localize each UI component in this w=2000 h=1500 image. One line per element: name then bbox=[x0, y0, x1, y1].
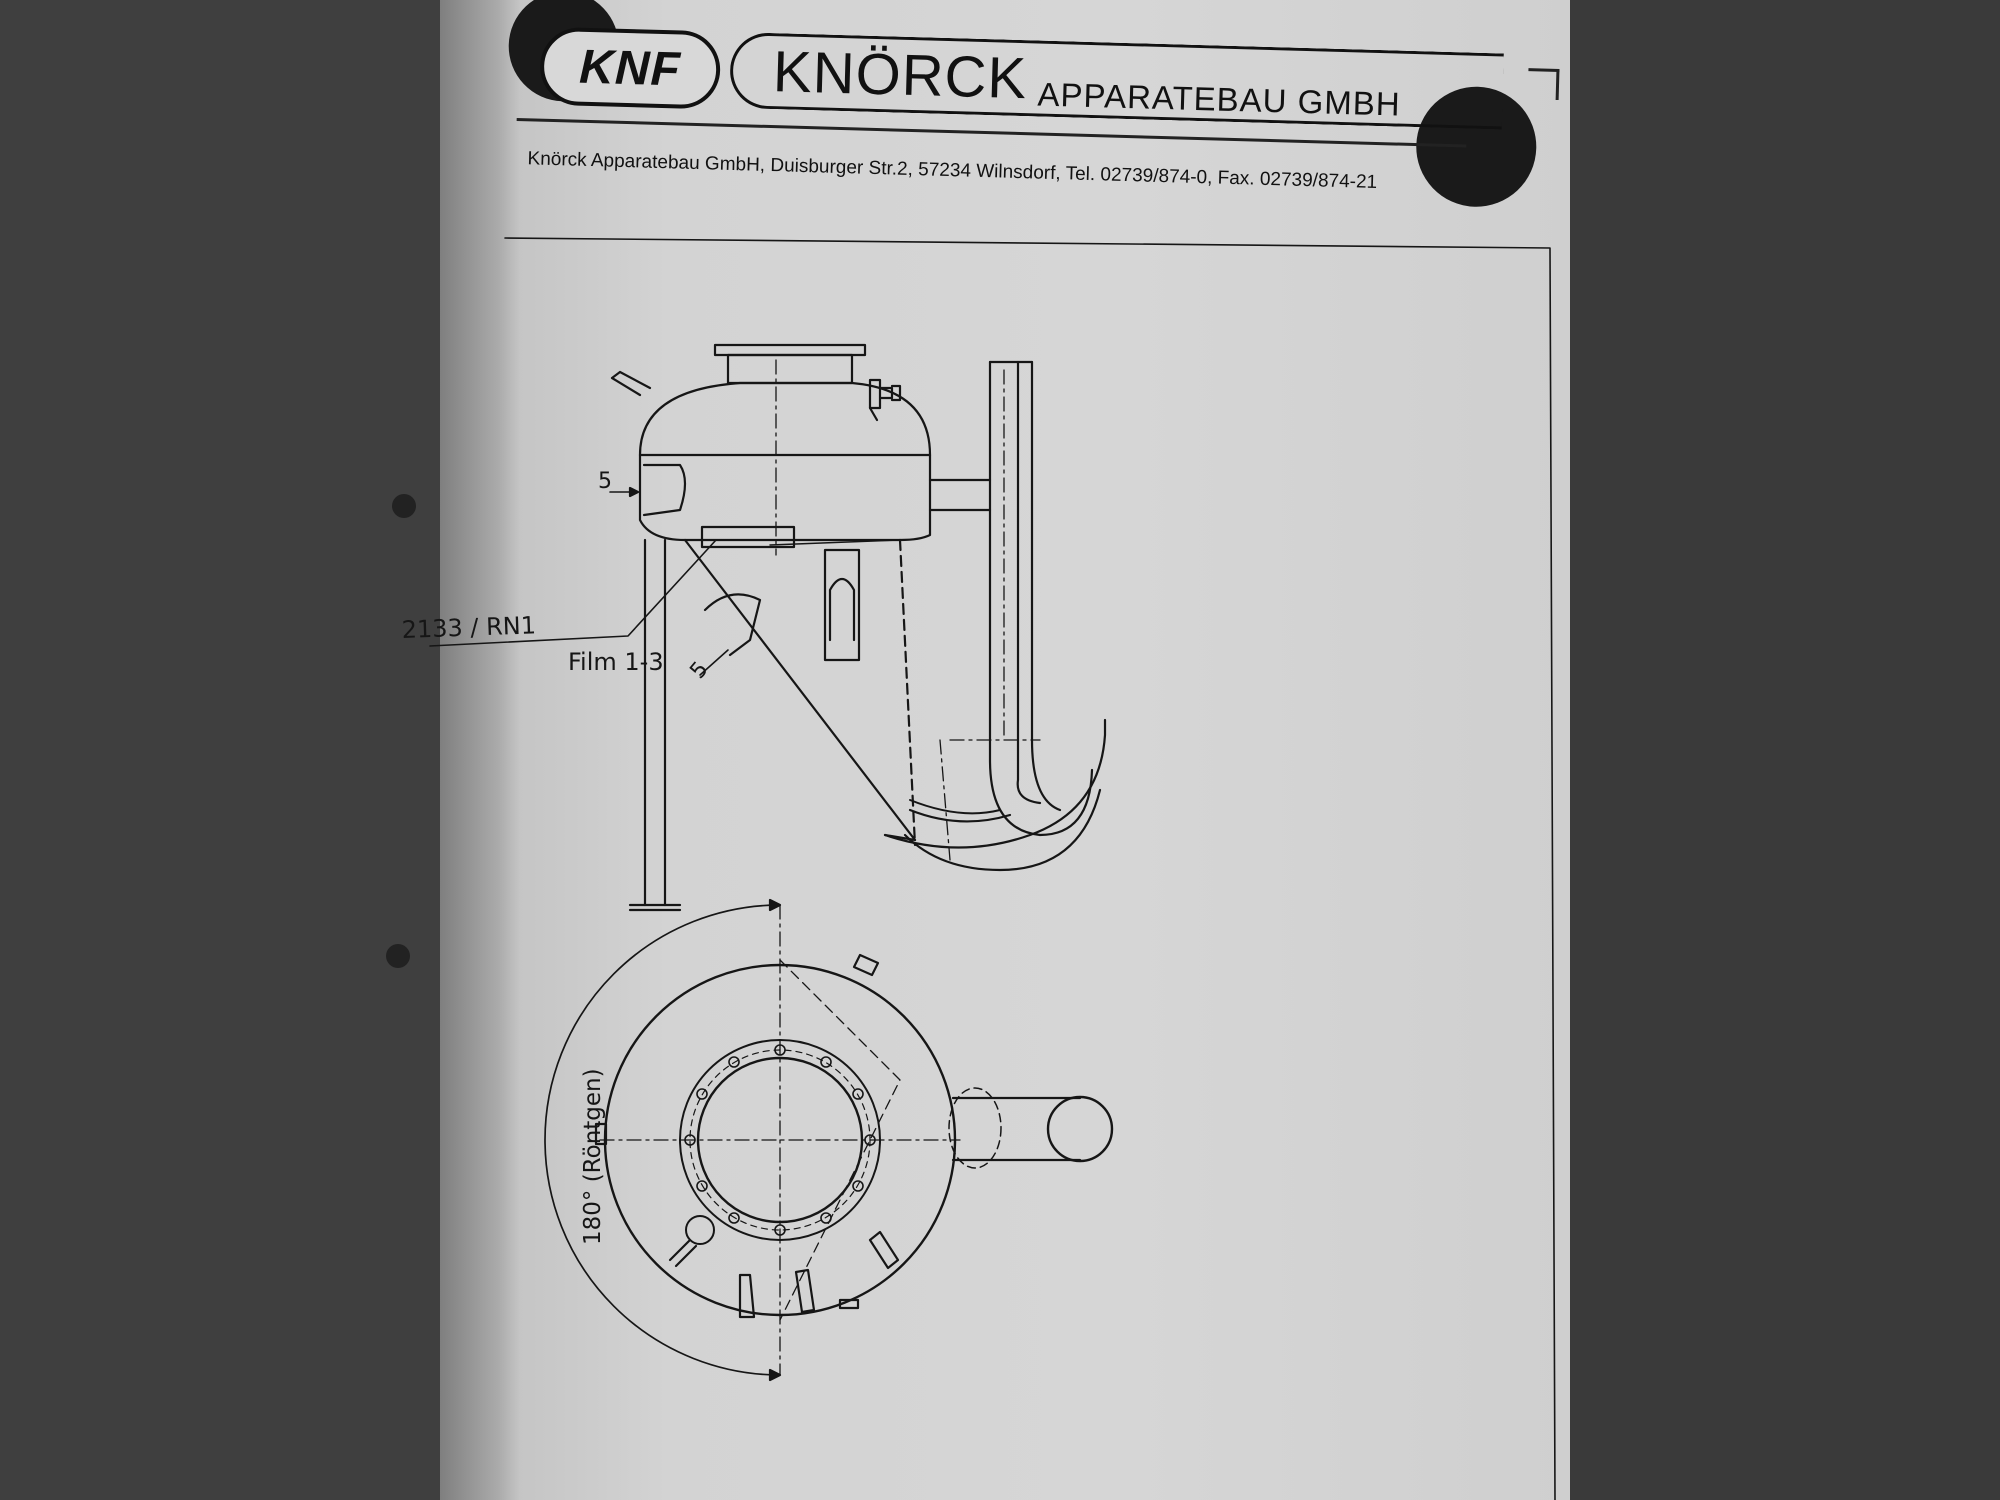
technical-drawing: 5 5 2133 / RN1 Film 1-3 180° (Röntgen) bbox=[401, 237, 1556, 1500]
film-reference-label: Film 1-3 bbox=[568, 648, 664, 676]
outlet-pipe-end bbox=[1046, 1095, 1114, 1163]
bolt-holes bbox=[684, 1044, 876, 1236]
weld-leader bbox=[429, 539, 717, 647]
angle-dimension-arc bbox=[544, 904, 781, 1376]
weld-reference-label: 2133 / RN1 bbox=[401, 611, 536, 644]
top-flange-neck bbox=[726, 353, 854, 385]
plan-view bbox=[544, 898, 1114, 1382]
binding-shadow bbox=[440, 0, 520, 1500]
punch-hole-top bbox=[392, 494, 416, 518]
drawing-frame bbox=[504, 237, 1556, 1500]
document-page: KNF KNÖRCK APPARATEBAU GMBH Knörck Appar… bbox=[386, 0, 1570, 1500]
cone-port bbox=[703, 593, 762, 657]
cone-manhole bbox=[823, 548, 861, 662]
cone-left-edge bbox=[683, 538, 917, 842]
top-flange-plate bbox=[713, 343, 867, 357]
dimension-5-upper: 5 bbox=[598, 469, 612, 494]
background-left bbox=[0, 0, 440, 1500]
side-port bbox=[642, 463, 687, 517]
dimension-5-lower: 5 bbox=[685, 657, 713, 684]
side-elevation-view bbox=[429, 343, 1107, 912]
angle-label: 180° (Röntgen) bbox=[580, 1068, 606, 1245]
background-right bbox=[1570, 0, 2000, 1500]
weld-seam-marker bbox=[700, 525, 796, 549]
vessel-dome bbox=[638, 381, 932, 457]
punch-hole-bottom bbox=[386, 944, 410, 968]
